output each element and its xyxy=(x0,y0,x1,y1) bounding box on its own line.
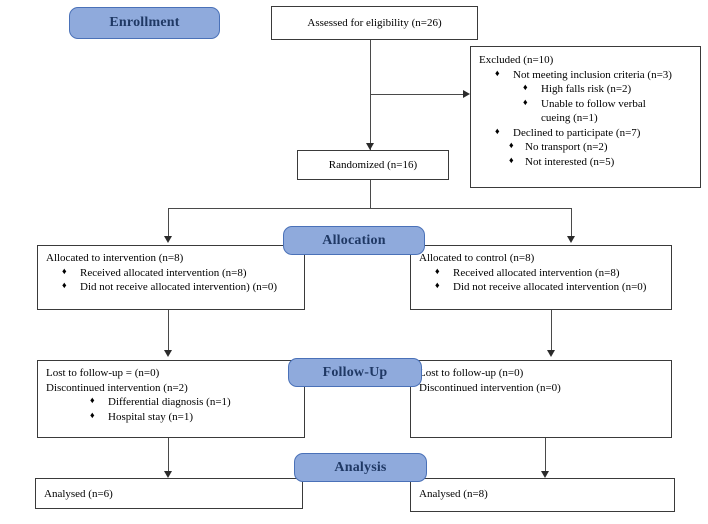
connector-allocation-left-drop xyxy=(168,208,169,238)
excluded-no-transport: No transport (n=2) xyxy=(479,140,694,155)
box-allocated-intervention: Allocated to intervention (n=8) Received… xyxy=(37,245,305,310)
followup-left-reason-1: Differential diagnosis (n=1) xyxy=(46,395,296,410)
followup-left-discontinued: Discontinued intervention (n=2) xyxy=(46,381,188,394)
connector-to-excluded xyxy=(370,94,465,95)
connector-followup-left-to-analysis xyxy=(168,438,169,476)
box-assessed-for-eligibility: Assessed for eligibility (n=26) xyxy=(271,6,478,40)
box-analysed-right: Analysed (n=8) xyxy=(410,478,675,512)
analysis-right-text: Analysed (n=8) xyxy=(419,488,488,500)
box-excluded: Excluded (n=10) Not meeting inclusion cr… xyxy=(470,46,701,188)
box-followup-left: Lost to follow-up = (n=0) Discontinued i… xyxy=(37,360,305,438)
stage-label-analysis-text: Analysis xyxy=(334,459,387,475)
arrow-into-followup-right xyxy=(547,350,555,357)
connector-assessed-to-randomized xyxy=(370,40,371,150)
stage-label-followup-text: Follow-Up xyxy=(322,364,388,380)
followup-left-reason-2: Hospital stay (n=1) xyxy=(46,410,296,425)
connector-allocation-right-drop xyxy=(571,208,572,238)
arrow-into-excluded xyxy=(463,90,470,98)
assessed-text: Assessed for eligibility (n=26) xyxy=(307,16,442,29)
connector-randomized-down xyxy=(370,180,371,208)
excluded-not-interested: Not interested (n=5) xyxy=(479,155,694,170)
stage-label-enrollment-text: Enrollment xyxy=(109,15,180,30)
followup-right-discontinued: Discontinued intervention (n=0) xyxy=(419,381,561,394)
stage-label-allocation-text: Allocation xyxy=(322,232,386,248)
stage-label-enrollment: Enrollment xyxy=(69,7,220,39)
box-analysed-left: Analysed (n=6) xyxy=(35,478,303,509)
excluded-declined-to-participate: Declined to participate (n=7) xyxy=(479,126,694,141)
arrow-into-allocation-left xyxy=(164,236,172,243)
box-randomized: Randomized (n=16) xyxy=(297,150,449,180)
allocation-right-received: Received allocated intervention (n=8) xyxy=(419,266,663,281)
arrow-into-allocation-right xyxy=(567,236,575,243)
excluded-high-falls-risk: High falls risk (n=2) xyxy=(479,82,694,97)
connector-allocation-left-to-followup xyxy=(168,310,169,352)
allocation-left-heading: Allocated to intervention (n=8) xyxy=(46,252,184,264)
excluded-unable-follow-verbal-cont: cueing (n=1) xyxy=(541,112,598,125)
connector-allocation-right-to-followup xyxy=(551,310,552,352)
followup-left-lost: Lost to follow-up = (n=0) xyxy=(46,367,160,379)
stage-label-allocation: Allocation xyxy=(283,226,425,255)
allocation-left-received: Received allocated intervention (n=8) xyxy=(46,266,296,281)
box-allocated-control: Allocated to control (n=8) Received allo… xyxy=(410,245,672,310)
excluded-heading: Excluded (n=10) xyxy=(479,54,554,66)
arrow-into-analysis-left xyxy=(164,471,172,478)
excluded-not-meeting-criteria: Not meeting inclusion criteria (n=3) xyxy=(479,68,694,83)
excluded-unable-follow-verbal: Unable to follow verbal xyxy=(479,97,694,112)
stage-label-followup: Follow-Up xyxy=(288,358,422,387)
arrow-into-followup-left xyxy=(164,350,172,357)
allocation-right-heading: Allocated to control (n=8) xyxy=(419,252,535,264)
analysis-left-text: Analysed (n=6) xyxy=(44,488,113,500)
box-followup-right: Lost to follow-up (n=0) Discontinued int… xyxy=(410,360,672,438)
randomized-text: Randomized (n=16) xyxy=(328,158,418,171)
arrow-into-analysis-right xyxy=(541,471,549,478)
allocation-right-not-received: Did not receive allocated intervention (… xyxy=(419,280,663,295)
connector-allocation-split-bar xyxy=(168,208,572,209)
followup-right-lost: Lost to follow-up (n=0) xyxy=(419,367,524,379)
arrow-into-randomized xyxy=(366,143,374,150)
allocation-left-not-received: Did not receive allocated intervention) … xyxy=(46,280,296,295)
connector-followup-right-to-analysis xyxy=(545,438,546,476)
stage-label-analysis: Analysis xyxy=(294,453,427,482)
